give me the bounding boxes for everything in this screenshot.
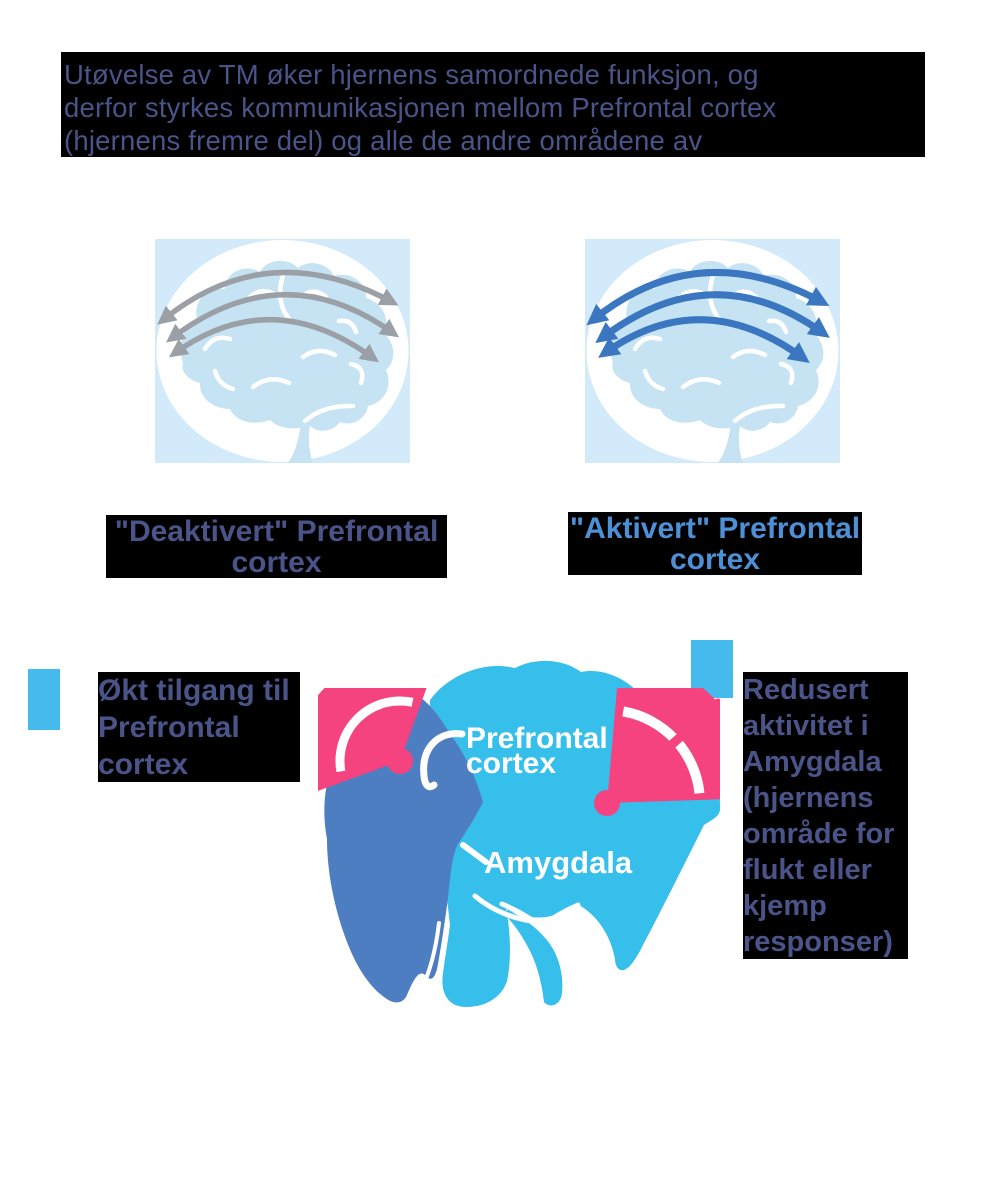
benefit-line: Økt tilgang til: [98, 674, 290, 707]
caption-line: "Aktivert" Prefrontal: [569, 512, 861, 545]
caption-line: cortex: [231, 546, 322, 579]
activated-brain-panel: [585, 239, 840, 463]
region-label-line: cortex: [466, 747, 557, 780]
benefit-line: aktivitet i: [743, 710, 869, 742]
region-label-line: Prefrontal: [466, 722, 608, 755]
gauge-up-icon: [318, 688, 427, 791]
benefit-line: (hjernens: [743, 782, 874, 814]
intro-line: (hjernens fremre del) og alle de andre o…: [64, 125, 703, 156]
benefit-line: Redusert: [743, 674, 869, 706]
benefit-line: flukt eller: [743, 854, 872, 886]
brain-blue-arrows-icon: [585, 239, 840, 463]
caption-line: cortex: [669, 543, 761, 576]
activated-caption: "Aktivert" Prefrontal cortex: [568, 512, 862, 575]
benefit-line: cortex: [98, 748, 189, 781]
deactivated-caption: "Deaktivert" Prefrontal cortex: [106, 515, 447, 578]
brain-regions-icon: [318, 660, 721, 1007]
gauge-down-icon: [594, 688, 720, 816]
amygdala-region-label: Amygdala: [484, 845, 633, 880]
benefit-line: Prefrontal: [98, 711, 240, 744]
intro-line: derfor styrkes kommunikasjonen mellom Pr…: [64, 92, 777, 123]
benefit-prefrontal-text: Økt tilgang til Prefrontal cortex: [98, 672, 300, 782]
brain-gray-arrows-icon: [155, 239, 410, 463]
benefit-line: Amygdala: [743, 746, 882, 778]
deactivated-brain-panel: [155, 239, 410, 463]
intro-text-block: Utøvelse av TM øker hjernens samordnede …: [61, 52, 925, 157]
benefit-line: kjemp: [743, 890, 827, 922]
intro-line: Utøvelse av TM øker hjernens samordnede …: [64, 59, 759, 90]
caption-line: "Deaktivert" Prefrontal: [114, 515, 439, 548]
brain-regions-illustration: [300, 655, 740, 1020]
benefit-line: område for: [743, 818, 895, 850]
prefrontal-cortex-region-label: Prefrontal cortex: [466, 722, 608, 780]
benefit-line: responser): [743, 926, 893, 958]
benefit-amygdala-text: Redusert aktivitet i Amygdala (hjernens …: [743, 672, 908, 959]
cyan-bullet-square: [28, 669, 60, 730]
